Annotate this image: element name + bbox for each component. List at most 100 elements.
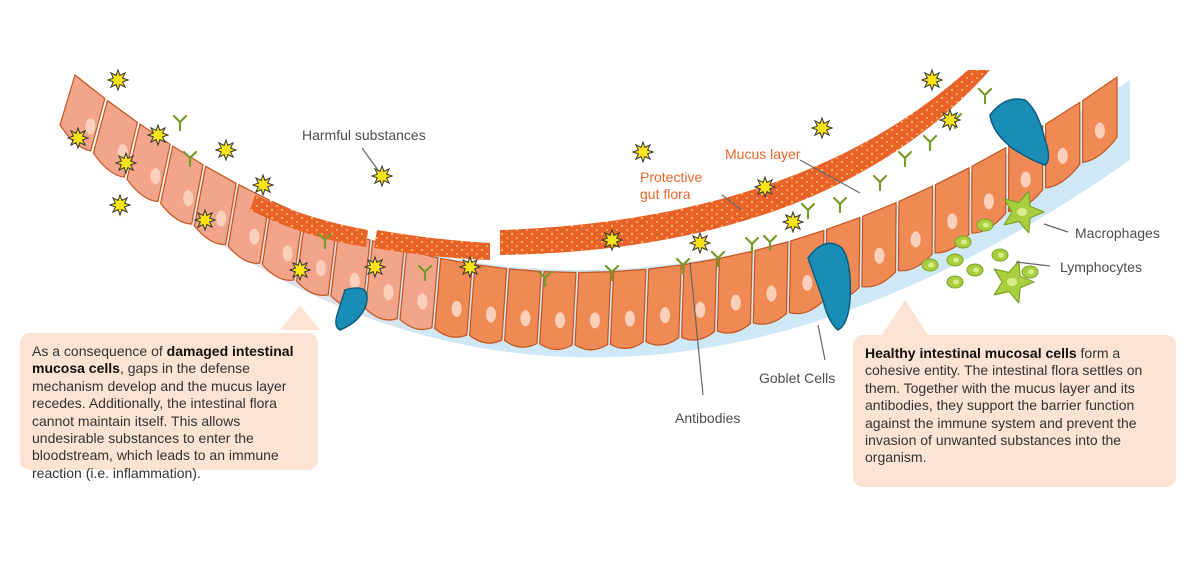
epithelial-cell (468, 263, 508, 344)
cell-nucleus (183, 190, 194, 207)
epithelial-cell (645, 264, 682, 346)
harmful-substances-label: Harmful substances (302, 127, 426, 143)
harmful-substance-icon (781, 210, 805, 234)
epithelial-cell (574, 271, 612, 351)
left-box-bold: damaged intestinal mucosa cells (32, 343, 294, 377)
cell-nucleus (485, 306, 496, 323)
cell-nucleus (983, 193, 994, 210)
goblet-cells-label: Goblet Cells (759, 370, 836, 386)
cell-nucleus (695, 301, 706, 318)
epithelial-cell (364, 240, 405, 321)
cell-nucleus (910, 231, 921, 248)
cell-nucleus (85, 118, 96, 135)
epithelial-cells (59, 73, 1118, 351)
left-box-connector (280, 305, 320, 330)
cell-nucleus (451, 300, 462, 317)
epithelial-cell (503, 268, 542, 348)
cell-nucleus (417, 293, 428, 310)
antibodies-label: Antibodies (675, 410, 741, 426)
epithelial-cell (1044, 101, 1081, 189)
lymphocyte-nucleus (953, 257, 959, 263)
harmful-substance-icon (214, 138, 238, 162)
mucus-pointer (799, 159, 861, 194)
antibody-icon (922, 134, 938, 152)
harmful-substance-icon (363, 255, 387, 279)
goblet-cells (335, 98, 1050, 331)
epithelial-cell (539, 271, 577, 351)
epithelial-cell (1082, 75, 1118, 164)
cell-nucleus (730, 294, 741, 311)
lymphocyte-nucleus (1028, 269, 1034, 275)
cell-nucleus (150, 168, 161, 185)
antibody-icon (417, 264, 433, 282)
lymphocyte-nucleus (928, 262, 934, 268)
healthy-cells-info-box: Healthy intestinal mucosal cells form a … (853, 335, 1176, 487)
epithelial-cell (934, 166, 970, 254)
harmful-substance-icon (288, 258, 312, 282)
cell-nucleus (282, 245, 293, 262)
harmful-substance-icon (938, 108, 962, 132)
cell-nucleus (874, 247, 885, 264)
cell-nucleus (589, 312, 600, 329)
protective-flora-label-line1: Protective (640, 169, 703, 185)
epithelial-cell (716, 250, 753, 334)
cell-nucleus (624, 310, 635, 327)
epithelial-cell (159, 145, 204, 225)
goblet-pointer (817, 324, 826, 361)
antibodies-pointer (689, 261, 704, 396)
left-box-text: , gaps in the defense mechanism develop … (32, 360, 287, 481)
harmful-substance-stars (66, 68, 962, 282)
epithelial-cell (399, 249, 439, 331)
lymphocyte-nucleus (961, 239, 967, 245)
goblet-cell (335, 287, 368, 331)
epithelial-cell (609, 268, 647, 349)
epithelial-cell (897, 185, 934, 272)
cell-nucleus (520, 310, 531, 327)
cell-nucleus (216, 210, 227, 227)
antibody-icon (317, 232, 333, 250)
cell-nucleus (660, 307, 671, 324)
macrophage-nucleus (1017, 208, 1027, 216)
antibody-icon (872, 174, 888, 192)
harmful-substance-icon (600, 228, 624, 252)
cell-nucleus (555, 312, 566, 329)
lymphocyte-nucleus (953, 279, 959, 285)
epithelial-cell (861, 201, 897, 288)
lymphocyte-nucleus (998, 252, 1004, 258)
lymphocyte-nucleus (973, 267, 979, 273)
epithelial-cell (126, 123, 171, 203)
antibody-icon (172, 114, 188, 132)
flora-pointer (721, 194, 743, 211)
antibody-icon (710, 250, 726, 268)
cell-nucleus (1057, 147, 1068, 164)
antibody-group (172, 87, 993, 288)
harmful-substance-icon (753, 175, 777, 199)
cell-nucleus (249, 228, 260, 245)
lymphocytes-pointer (1015, 261, 1051, 267)
mucus-layer (250, 70, 990, 260)
antibody-icon (537, 270, 553, 288)
macrophage-nucleus (1007, 278, 1017, 286)
harmful-substance-icon (251, 173, 275, 197)
protective-flora-label-line2: gut flora (640, 186, 691, 202)
antibody-icon (744, 236, 760, 254)
left-box-prefix: As a consequence of (32, 343, 167, 359)
lymphocytes-label: Lymphocytes (1060, 259, 1142, 275)
antibody-icon (800, 202, 816, 220)
antibody-icon (182, 150, 198, 168)
goblet-cell (989, 98, 1050, 166)
antibody-icon (832, 196, 848, 214)
damaged-cells-info-box: As a consequence of damaged intestinal m… (20, 333, 318, 481)
harmful-substance-icon (114, 151, 138, 175)
antibody-icon (977, 87, 993, 105)
harmful-substance-icon (146, 123, 170, 147)
epithelial-cell (680, 258, 718, 341)
goblet-cell (807, 242, 852, 331)
immune-cells (921, 190, 1045, 304)
harmful-substance-icon (920, 68, 944, 92)
harmful-substance-icon (810, 116, 834, 140)
harmful-substance-icon (66, 126, 90, 150)
cell-nucleus (802, 274, 813, 291)
cell-nucleus (1094, 122, 1105, 139)
